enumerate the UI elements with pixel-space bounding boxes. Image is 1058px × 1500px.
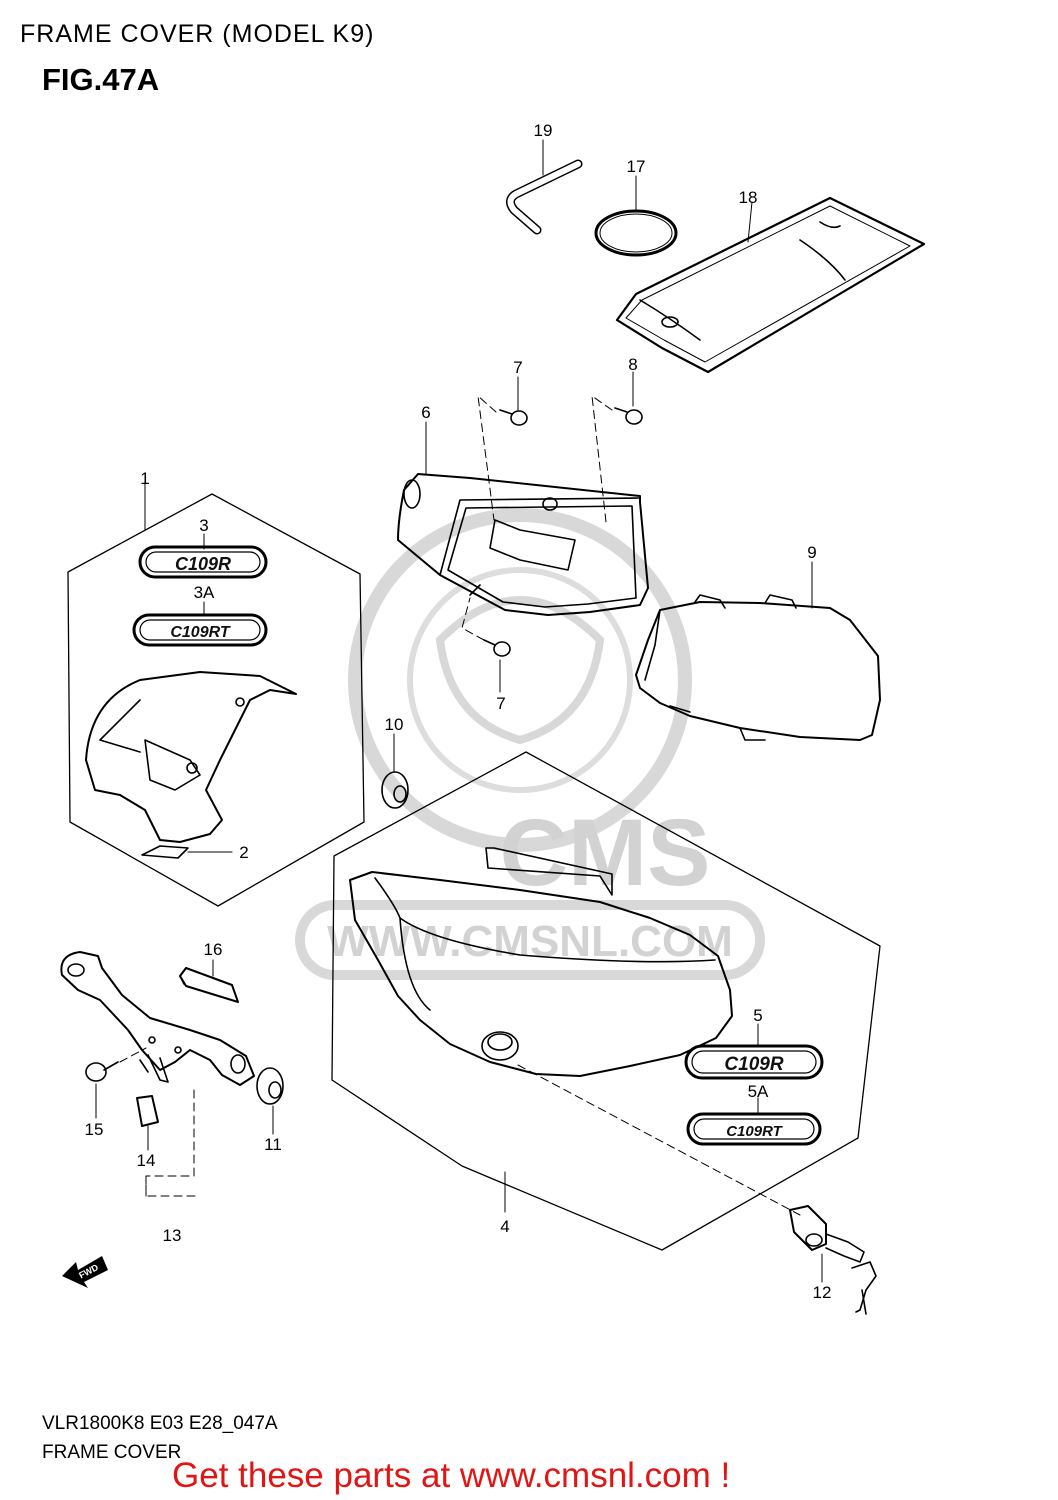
emblem-5a [686, 1112, 822, 1146]
callout-15: 15 [85, 1120, 104, 1139]
callout-3a: 3A [194, 583, 215, 602]
screw-8 [614, 407, 643, 425]
tool-bag-18 [615, 196, 926, 374]
callout-7-top: 7 [513, 358, 522, 377]
emblem-3 [138, 545, 268, 579]
label-2 [141, 845, 189, 859]
screw-7-lower [483, 639, 511, 657]
callout-6: 6 [421, 403, 430, 422]
pad-14 [136, 1095, 159, 1127]
emblem-5 [684, 1044, 824, 1080]
callout-13: 13 [163, 1226, 182, 1245]
left-frame-cover [85, 671, 297, 843]
lock-set-12 [789, 1205, 877, 1315]
diagram-name: FRAME COVER [42, 1442, 182, 1463]
grommet-11 [256, 1067, 284, 1105]
callout-1: 1 [140, 469, 149, 488]
callout-12: 12 [813, 1283, 832, 1302]
callout-4: 4 [500, 1217, 509, 1236]
emblem-3a-text: C109RT [170, 624, 231, 641]
callout-10: 10 [385, 715, 404, 734]
leader-lines [95, 139, 823, 1283]
callout-7-lower: 7 [496, 694, 505, 713]
emblem-3-text: C109R [175, 554, 231, 574]
callout-16: 16 [204, 940, 223, 959]
callout-box-1 [67, 493, 365, 907]
watermark-brand: CMS [499, 800, 710, 906]
callout-18: 18 [739, 188, 758, 207]
callout-box-4 [331, 751, 881, 1251]
hex-key-19 [506, 159, 583, 235]
callout-5a: 5A [748, 1082, 769, 1101]
screw-7-top [499, 409, 528, 426]
grommet-10 [381, 771, 409, 809]
callout-19: 19 [534, 121, 553, 140]
frame-cover-9 [635, 594, 881, 741]
callout-5: 5 [753, 1006, 762, 1025]
callout-11: 11 [264, 1135, 282, 1154]
model-code: VLR1800K8 E03 E28_047A [42, 1413, 278, 1434]
frame-cover-bracket-6 [397, 473, 649, 616]
callout-2: 2 [239, 843, 248, 862]
pad-16 [179, 967, 239, 1003]
callout-14: 14 [137, 1151, 156, 1170]
emblem-5-text: C109R [724, 1054, 783, 1075]
callout-17: 17 [627, 157, 646, 176]
callout-3: 3 [199, 516, 208, 535]
figure-label: FIG.47A [42, 62, 160, 97]
emblem-5a-text: C109RT [726, 1123, 783, 1140]
watermark-url: WWW.CMSNL.COM [327, 917, 733, 966]
forward-arrow-icon: FWD [62, 1256, 108, 1288]
page-title: FRAME COVER (MODEL K9) [20, 20, 375, 48]
bracket-13 [60, 951, 255, 1086]
cms-watermark: CMS WWW.CMSNL.COM [295, 508, 765, 980]
o-ring-17 [594, 209, 678, 257]
callout-8: 8 [628, 355, 637, 374]
bolt-15 [85, 1061, 119, 1082]
emblem-3a [132, 613, 268, 647]
alignment-lines [119, 395, 801, 1216]
promo-link[interactable]: Get these parts at www.cmsnl.com ! [172, 1456, 731, 1495]
callout-9: 9 [807, 543, 816, 562]
